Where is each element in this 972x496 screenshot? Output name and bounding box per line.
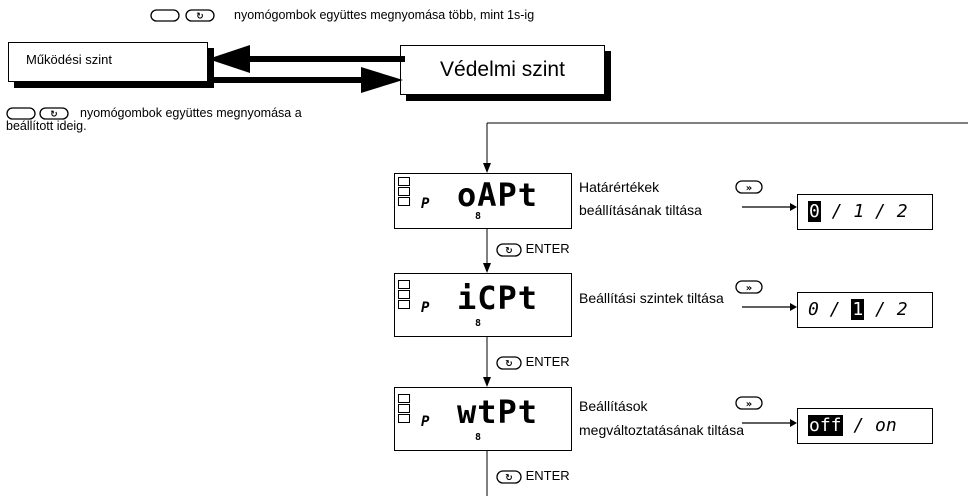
row1-options: 0 / 1 / 2 [808, 201, 908, 222]
indicator-leds-2 [398, 280, 410, 310]
bottom-note-line2: beállított ideig. [6, 119, 87, 133]
row2-opt-0: 0 [808, 299, 819, 320]
row3-key-arrow: » [735, 396, 797, 427]
key-buttons-icon-2: ↻ [6, 107, 69, 120]
bottom-key-combo: ↻ [6, 106, 80, 125]
row2-desc-line1: Beállítási szintek tiltása [579, 290, 724, 306]
svg-text:»: » [746, 183, 752, 194]
top-note: nyomógombok együttes megnyomása több, mi… [234, 8, 535, 22]
svg-text:»: » [746, 283, 752, 294]
operating-level-label: Működési szint [26, 52, 112, 67]
shift-key-icon-3 [735, 396, 763, 410]
row2-opt-2: 2 [896, 299, 908, 320]
row3-options: off / on [808, 415, 897, 436]
row1-opt-2: 2 [896, 201, 908, 222]
top-key-combo: ↻ [150, 8, 228, 27]
row2-options-box: 0 / 1 / 2 [797, 292, 933, 328]
display-panel-1: P oAPt 8 [394, 173, 572, 229]
key-buttons-icon: ↻ [150, 9, 215, 22]
arrow-right-icon [361, 67, 403, 93]
operating-level-box: Működési szint [8, 42, 208, 82]
display-code-3: wtPt [457, 393, 539, 431]
protection-level-box: Védelmi szint [400, 45, 605, 95]
p-label-3: P [421, 414, 430, 430]
row1-desc-line1: Határértékek [579, 179, 660, 195]
level-arrows [208, 45, 405, 93]
enter-2: ↻ ENTER [496, 354, 570, 370]
enter-label-2: ENTER [525, 354, 570, 369]
display-code-2: iCPt [457, 279, 539, 317]
arrow-left-icon [208, 45, 250, 73]
row2-key-arrow: » [735, 280, 797, 311]
svg-text:↻: ↻ [505, 359, 513, 369]
enter-key-icon-3: ↻ [496, 469, 522, 484]
bottom-note-line1: nyomógombok együttes megnyomása a [80, 106, 302, 120]
p-label-1: P [421, 196, 430, 212]
display-panel-2: P iCPt 8 [394, 273, 572, 337]
p-label-2: P [421, 300, 430, 316]
row1-key-arrow: » [735, 180, 797, 211]
digit-8-1: 8 [475, 211, 482, 222]
row3-desc-line1: Beállítások [579, 398, 648, 414]
svg-text:↻: ↻ [505, 473, 513, 483]
row3-options-box: off / on [797, 408, 933, 444]
row1-opt-0: 0 [808, 201, 821, 222]
row3-opt-1: on [875, 415, 897, 436]
indicator-leds-3 [398, 394, 410, 424]
row3-opt-0: off [808, 415, 843, 436]
row1-options-box: 0 / 1 / 2 [797, 194, 933, 230]
enter-key-icon: ↻ [496, 242, 522, 257]
digit-8-2: 8 [475, 318, 482, 329]
enter-label-3: ENTER [525, 468, 570, 483]
row2-options: 0 / 1 / 2 [808, 299, 908, 320]
display-code-1: oAPt [457, 176, 539, 214]
svg-text:↻: ↻ [50, 110, 58, 120]
svg-text:»: » [746, 399, 752, 410]
row3-desc-line2: megváltoztatásának tiltása [579, 422, 744, 438]
protection-level-label: Védelmi szint [440, 58, 565, 81]
enter-3: ↻ ENTER [496, 468, 570, 484]
svg-text:↻: ↻ [505, 246, 513, 256]
display-panel-3: P wtPt 8 [394, 387, 572, 451]
indicator-leds-1 [398, 177, 410, 207]
shift-key-icon [735, 180, 763, 194]
digit-8-3: 8 [475, 432, 482, 443]
row1-desc-line2: beállításának tiltása [579, 202, 702, 218]
enter-key-icon-2: ↻ [496, 355, 522, 370]
row1-opt-1: 1 [853, 201, 865, 222]
enter-label-1: ENTER [525, 241, 570, 256]
shift-key-icon-2 [735, 280, 763, 294]
svg-text:↻: ↻ [196, 12, 204, 22]
enter-1: ↻ ENTER [496, 241, 570, 257]
row2-opt-1: 1 [851, 299, 865, 320]
